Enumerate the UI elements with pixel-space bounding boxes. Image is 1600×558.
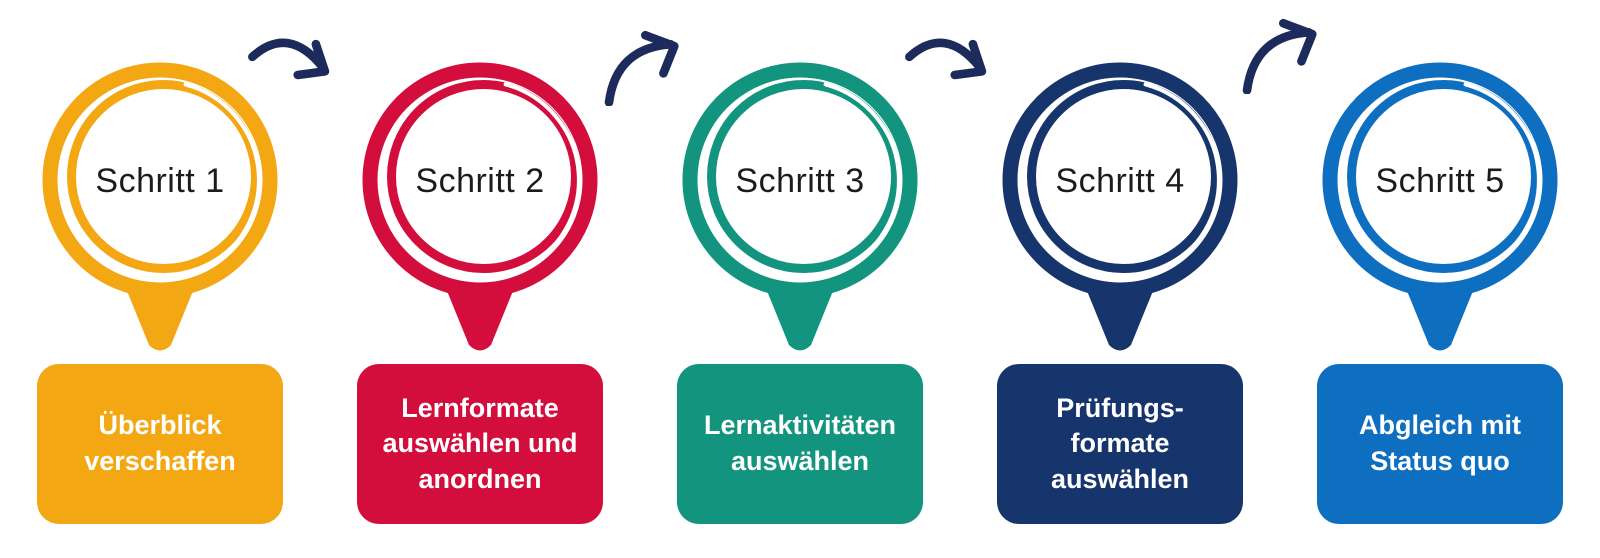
pin-pointer — [1085, 286, 1155, 351]
step-3-title: Schritt 3 — [735, 162, 864, 200]
inner-ring — [1027, 80, 1220, 273]
step-1-title: Schritt 1 — [95, 162, 224, 200]
step-4-title: Schritt 4 — [1055, 162, 1184, 200]
ring-highlight — [1463, 82, 1541, 272]
step-5-pin-icon: Schritt 5 — [1322, 62, 1558, 351]
arrow-step1-to-step2-icon — [248, 38, 330, 80]
pin-pointer — [1405, 286, 1475, 351]
inner-ring — [67, 80, 260, 273]
outer-ring — [682, 62, 918, 298]
step-2-pin-icon: Schritt 2 — [362, 62, 598, 351]
ring-highlight — [823, 82, 901, 272]
step-3: Schritt 3 Lernaktivitäten auswählen — [640, 0, 960, 524]
step-1-label: Überblick verschaffen — [84, 410, 236, 476]
ring-highlight — [1143, 82, 1221, 272]
outer-ring — [1322, 62, 1558, 298]
step-1: Schritt 1 Überblick verschaffen — [0, 0, 320, 524]
arrow-step4-to-step5-icon — [1242, 18, 1317, 94]
step-3-label: Lernaktivitäten auswählen — [703, 410, 897, 476]
pin-pointer — [125, 286, 195, 351]
step-5-label: Abgleich mit Status quo — [1358, 410, 1521, 476]
arrow-step2-to-step3-icon — [604, 30, 679, 106]
inner-ring — [707, 80, 900, 273]
steps-row: Schritt 1 Überblick verschaffen Schritt … — [0, 0, 1600, 524]
step-5-label-box: Abgleich mit Status quo — [1317, 364, 1563, 524]
inner-ring — [387, 80, 580, 273]
pin-pointer — [445, 286, 515, 351]
outer-ring — [362, 62, 598, 298]
step-4: Schritt 4 Prüfungs- formate auswählen — [960, 0, 1280, 524]
inner-ring — [1347, 80, 1540, 273]
step-5: Schritt 5 Abgleich mit Status quo — [1280, 0, 1600, 524]
step-2-label: Lernformate auswählen und anordnen — [382, 392, 578, 494]
outer-ring — [1002, 62, 1238, 298]
ring-highlight — [183, 82, 261, 272]
step-5-title: Schritt 5 — [1375, 162, 1504, 200]
arrow-step3-to-step4-icon — [905, 38, 987, 80]
step-3-pin-icon: Schritt 3 — [682, 62, 918, 351]
step-4-label: Prüfungs- formate auswählen — [1050, 392, 1190, 494]
ring-highlight — [503, 82, 581, 272]
step-2-title: Schritt 2 — [415, 162, 544, 200]
pin-pointer — [765, 286, 835, 351]
step-4-label-box: Prüfungs- formate auswählen — [997, 364, 1243, 524]
step-2: Schritt 2 Lernformate auswählen und anor… — [320, 0, 640, 524]
step-2-label-box: Lernformate auswählen und anordnen — [357, 364, 603, 524]
outer-ring — [42, 62, 278, 298]
step-1-pin-icon: Schritt 1 — [42, 62, 278, 351]
step-1-label-box: Überblick verschaffen — [37, 364, 283, 524]
step-4-pin-icon: Schritt 4 — [1002, 62, 1238, 351]
step-3-label-box: Lernaktivitäten auswählen — [677, 364, 923, 524]
